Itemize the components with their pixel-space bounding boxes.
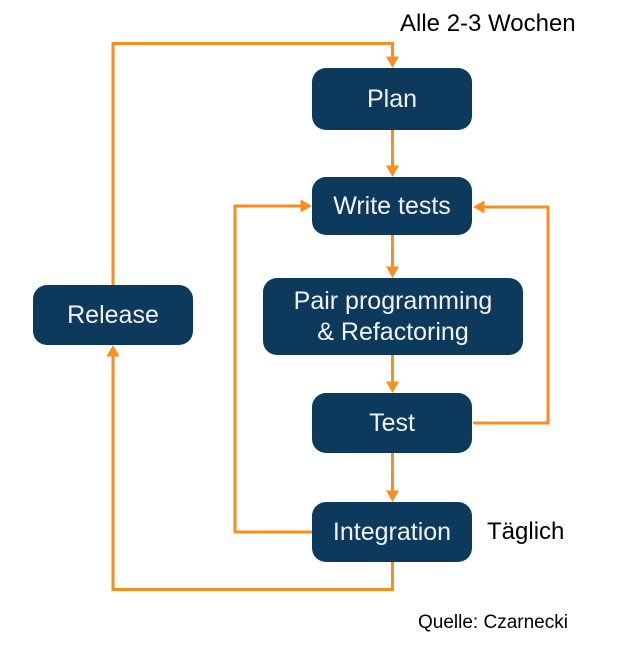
node-write-tests-label: Write tests [333,191,451,220]
arrowhead-left-icon [473,200,485,214]
node-plan: Plan [312,68,472,130]
node-pair-programming-label-line1: Pair programming [293,287,493,315]
cycle-duration-label: Alle 2-3 Wochen [400,10,576,37]
arrow-write-tests-to-pair [386,235,399,278]
node-release-label: Release [67,300,159,329]
arrow-release-to-plan [111,42,399,285]
arrow-integration-to-write-tests-loop [233,199,312,534]
node-test-label: Test [369,408,415,437]
arrow-test-to-write-tests-loop [473,200,550,425]
node-pair-programming: Pair programming & Refactoring [263,278,523,355]
node-pair-programming-label-line2: & Refactoring [317,317,469,346]
daily-label: Täglich [487,518,565,545]
arrow-integration-to-release-loop [106,345,394,591]
arrowhead-right-icon [300,199,312,213]
arrow-line [111,356,394,591]
source-credit-label: Quelle: Czarnecki [418,612,568,633]
arrowhead-down-icon [386,56,399,68]
arrowhead-down-icon [386,266,399,278]
arrowhead-down-icon [386,381,399,393]
arrowhead-up-icon [106,345,120,357]
node-plan-label: Plan [366,84,418,113]
arrow-line [111,42,394,285]
arrow-line [473,205,550,425]
arrow-plan-to-write-tests [386,130,399,177]
node-test: Test [312,393,472,453]
arrow-test-to-integration [386,453,399,502]
node-write-tests: Write tests [312,177,472,235]
node-release: Release [33,285,193,345]
node-integration-label: Integration [332,517,452,546]
arrowhead-down-icon [386,165,399,177]
arrow-line [233,204,312,534]
node-integration: Integration [312,502,472,562]
arrowhead-down-icon [386,490,399,502]
arrow-pair-to-test [386,355,399,393]
